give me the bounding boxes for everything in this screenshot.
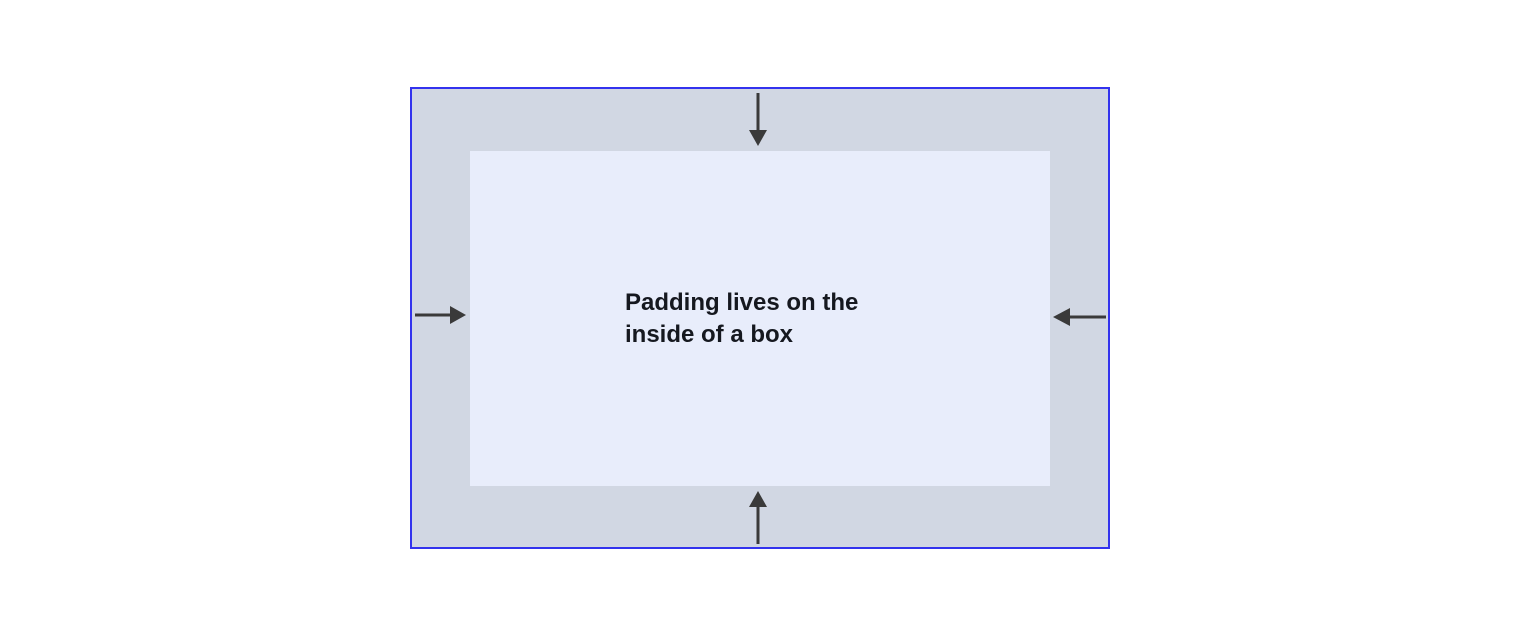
- arrow-left-right-icon: [1053, 308, 1106, 326]
- arrow-up-bottom-icon: [749, 491, 767, 544]
- content-region-box: Padding lives on the inside of a box: [470, 151, 1050, 486]
- arrow-right-left-icon: [415, 306, 466, 324]
- padding-explanation-label: Padding lives on the inside of a box: [625, 288, 859, 348]
- arrow-down-top-icon: [749, 93, 767, 146]
